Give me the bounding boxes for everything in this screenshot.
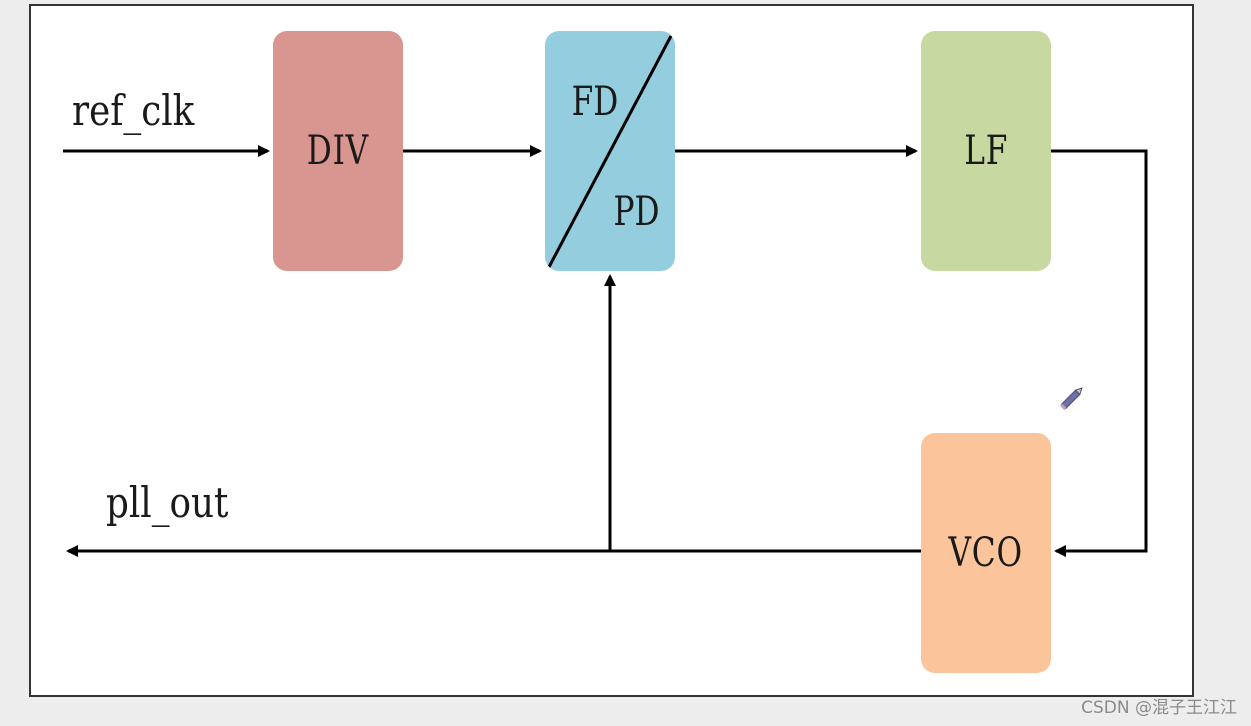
- div-block: DIV: [273, 31, 403, 271]
- fd-pd-block: FD PD: [545, 31, 675, 271]
- fd-pd-divider: [547, 35, 673, 268]
- lf-label: LF: [964, 128, 1008, 174]
- vco-label: VCO: [948, 530, 1024, 576]
- div-label: DIV: [306, 128, 370, 174]
- fd-label: FD: [571, 79, 619, 125]
- pd-label: PD: [613, 189, 660, 235]
- vco-block: VCO: [921, 433, 1051, 673]
- ref-clk-label: ref_clk: [72, 86, 195, 135]
- pll-out-label: pll_out: [106, 478, 229, 527]
- pencil-icon: [1059, 387, 1083, 411]
- watermark: CSDN @混子王江江: [1081, 698, 1237, 718]
- lf-block: LF: [921, 31, 1051, 271]
- arrow-lf-to-vco: [1051, 149, 1148, 557]
